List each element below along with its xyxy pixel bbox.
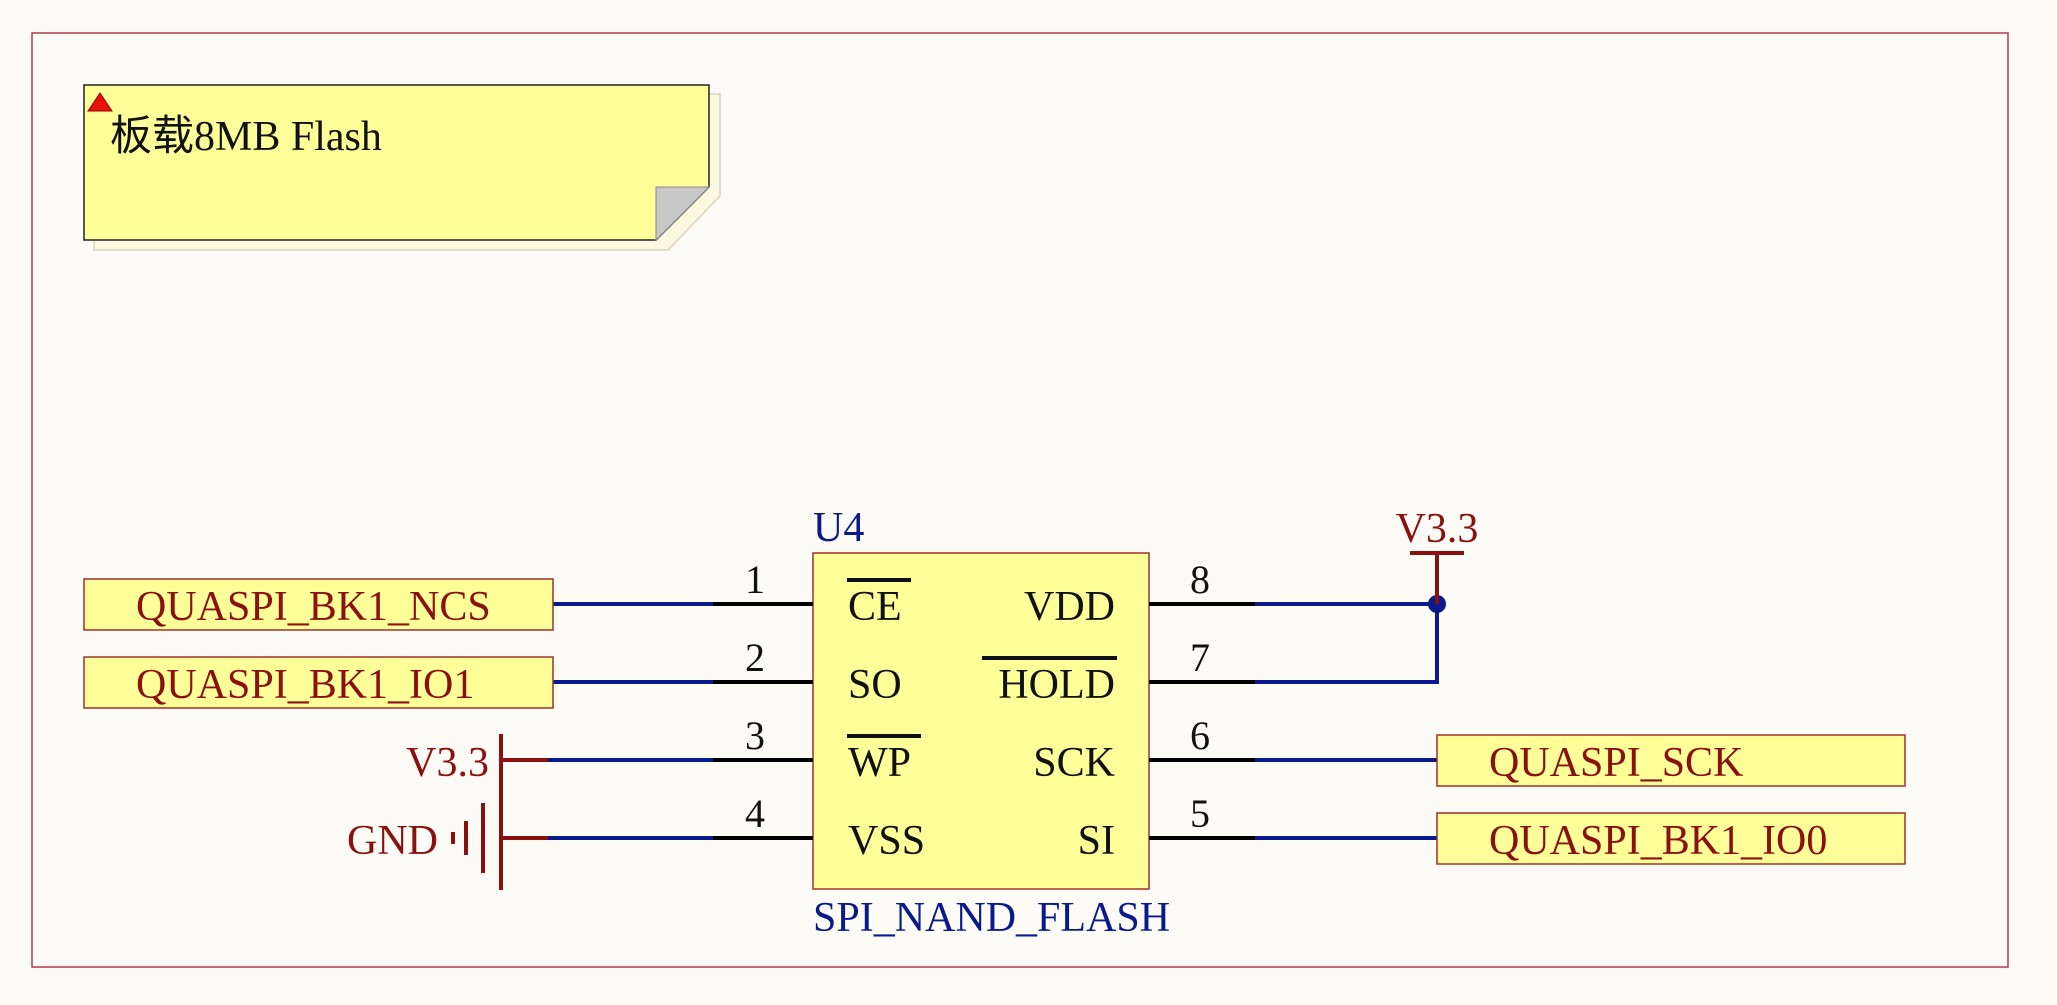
pin-name-si: SI: [1078, 818, 1115, 864]
net-port-sck-label: QUASPI_SCK: [1489, 740, 1743, 786]
note-body: [83, 84, 710, 241]
collapse-triangle-icon[interactable]: [87, 92, 113, 112]
net-port-sck[interactable]: QUASPI_SCK: [1436, 734, 1906, 787]
pin-number-4: 4: [745, 791, 765, 836]
pin-number-1: 1: [745, 557, 765, 602]
pin-name-ce: CE: [848, 584, 902, 630]
left-pin-legs: [713, 602, 813, 840]
component-body[interactable]: [812, 552, 1150, 890]
active-low-overlines: [847, 578, 1117, 738]
sheet-border: [31, 32, 2009, 968]
pin-number-5: 5: [1190, 791, 1210, 836]
net-port-io1-label: QUASPI_BK1_IO1: [136, 662, 474, 708]
pin-number-6: 6: [1190, 713, 1210, 758]
power-label-vcc-top: V3.3: [1396, 506, 1479, 552]
power-port-vcc-top[interactable]: V3.3: [1396, 506, 1479, 604]
power-label-vcc-left: V3.3: [406, 740, 489, 786]
note-fold: [655, 186, 711, 242]
ground-symbol[interactable]: GND: [347, 786, 548, 890]
component-part-name: SPI_NAND_FLASH: [813, 895, 1170, 941]
pin-number-3: 3: [745, 713, 765, 758]
right-pin-legs: [1149, 602, 1255, 840]
pin-number-2: 2: [745, 635, 765, 680]
note-text: 板载8MB Flash: [110, 114, 382, 160]
component-designator: U4: [813, 505, 864, 551]
net-port-io0[interactable]: QUASPI_BK1_IO0: [1436, 812, 1906, 865]
power-port-vcc-left[interactable]: V3.3: [406, 734, 548, 786]
net-port-io0-label: QUASPI_BK1_IO0: [1489, 818, 1827, 864]
note-box[interactable]: 板载8MB Flash: [83, 84, 721, 251]
power-label-gnd: GND: [347, 818, 438, 864]
net-port-ncs-label: QUASPI_BK1_NCS: [136, 584, 491, 630]
pin-numbers: 1 2 3 4 8 7 6 5: [745, 557, 1210, 836]
pin-name-vss: VSS: [848, 818, 925, 864]
pin-name-vdd: VDD: [1024, 584, 1115, 630]
pin-number-8: 8: [1190, 557, 1210, 602]
pin-names: CE SO WP VSS VDD HOLD SCK SI: [848, 584, 1115, 864]
pin-name-wp: WP: [848, 740, 911, 786]
pin-name-so: SO: [848, 662, 902, 708]
wires: [548, 602, 1439, 840]
wire-hold: [1255, 604, 1439, 684]
net-port-ncs[interactable]: QUASPI_BK1_NCS: [83, 578, 554, 631]
pin-number-7: 7: [1190, 635, 1210, 680]
pin-name-hold: HOLD: [998, 662, 1115, 708]
pin-name-sck: SCK: [1033, 740, 1115, 786]
net-port-io1[interactable]: QUASPI_BK1_IO1: [83, 656, 554, 709]
